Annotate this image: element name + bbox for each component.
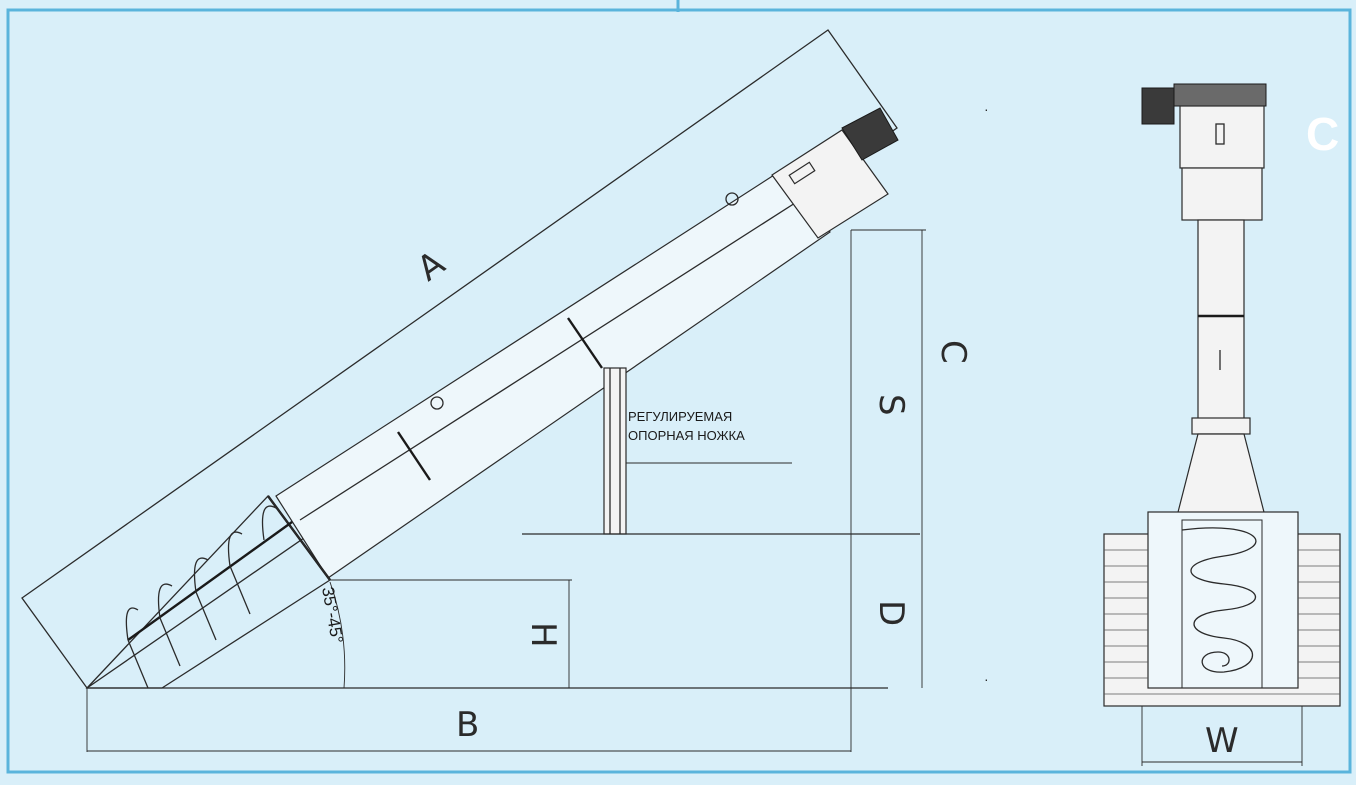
- side-pit-opening: [1147, 511, 1299, 689]
- tube-flange-2: [567, 317, 603, 369]
- angle-label: 35°-45°: [318, 585, 347, 645]
- brick-pattern: [1104, 549, 1340, 695]
- dimension-label-s: S: [871, 394, 911, 416]
- angle-arc: [329, 581, 346, 689]
- side-screw-casing: [1181, 519, 1263, 689]
- tube-flange-1: [397, 431, 431, 481]
- drive-lid: [788, 161, 816, 185]
- screw-trough: [85, 494, 331, 689]
- side-tube-collar: [1191, 417, 1251, 435]
- inspection-port-2: [725, 192, 739, 206]
- dimension-label-a: A: [410, 243, 452, 289]
- dimension-label-h: H: [523, 622, 563, 648]
- inspection-port-1: [430, 396, 444, 410]
- side-drive-window: [1215, 123, 1225, 145]
- dimension-label-w: W: [1205, 721, 1239, 761]
- drive-housing: [771, 129, 889, 239]
- dim-mark-bottom: ·: [984, 671, 989, 687]
- dimension-label-c: C: [933, 340, 973, 364]
- side-motor: [1141, 87, 1175, 125]
- drive-motor: [841, 107, 899, 161]
- side-spiral: [1181, 527, 1257, 673]
- corner-mark: C: [1306, 108, 1339, 160]
- screw-shaft: [127, 521, 293, 641]
- side-drive-box: [1179, 105, 1265, 169]
- conveyor-tube: [275, 167, 831, 579]
- side-bearing-housing: [1181, 167, 1263, 221]
- dimension-label-b: B: [456, 705, 479, 745]
- dimension-label-d: D: [871, 600, 911, 626]
- envelope-outline: [21, 29, 898, 689]
- leg-label-line1: РЕГУЛИРУЕМАЯ: [628, 409, 732, 424]
- side-funnel: [1175, 433, 1267, 521]
- screw-flight-lower: [127, 565, 251, 689]
- side-gearbox: [1173, 83, 1267, 107]
- screw-flights: [125, 505, 277, 641]
- support-leg: [603, 367, 627, 535]
- side-tube: [1197, 219, 1245, 421]
- leg-label-line2: ОПОРНАЯ НОЖКА: [628, 428, 745, 443]
- tube-center-line: [299, 195, 807, 521]
- dim-mark-top: ·: [984, 101, 989, 117]
